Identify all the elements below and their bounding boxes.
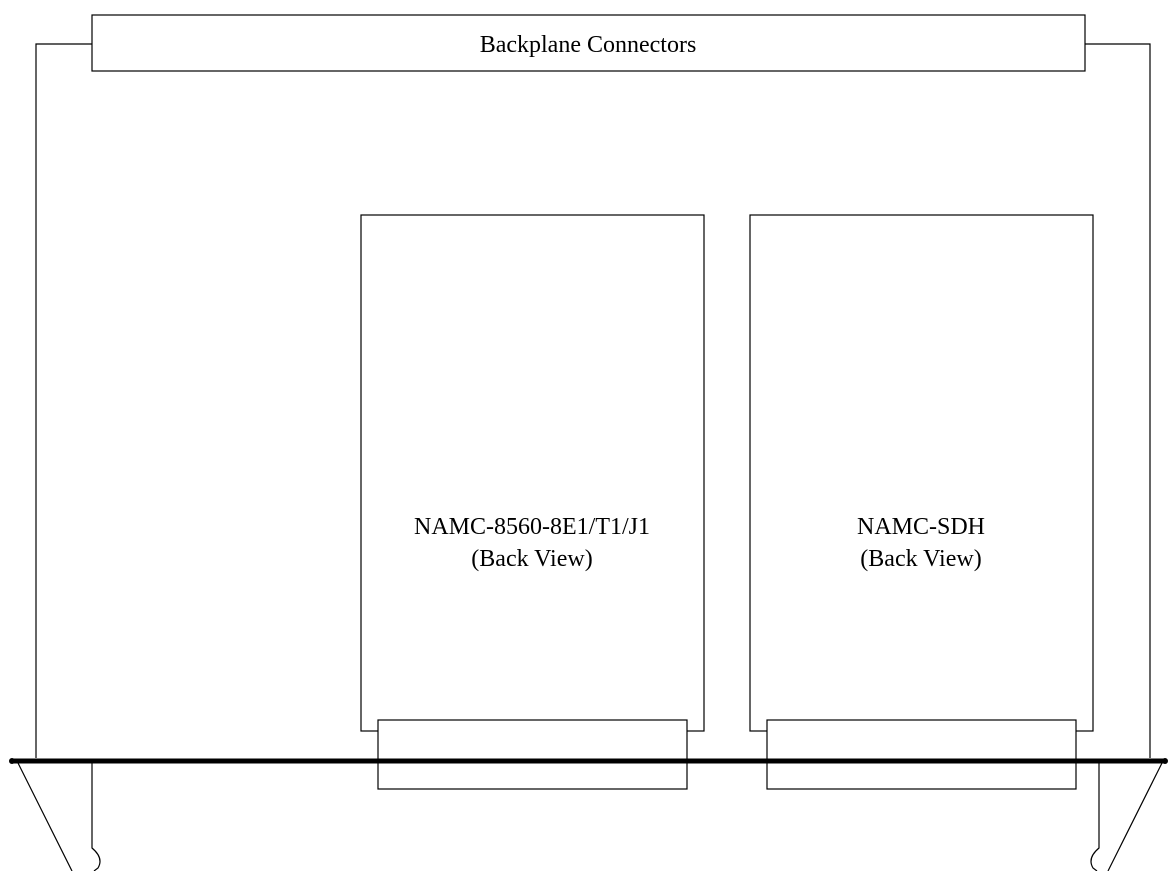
module-1-name: NAMC-8560-8E1/T1/J1: [414, 514, 650, 540]
left-ejector-handle: [17, 762, 101, 871]
front-panel-bar-end-right: [1162, 758, 1168, 764]
module-1-view: (Back View): [471, 546, 592, 572]
board-outline-right: [1085, 43, 1151, 758]
board-outline: [35, 43, 92, 758]
backplane-connectors-label: Backplane Connectors: [480, 32, 697, 58]
front-panel-bar-end-left: [9, 758, 15, 764]
module-namc-sdh: NAMC-SDH (Back View): [749, 214, 1094, 790]
module-namc-8560: NAMC-8560-8E1/T1/J1 (Back View): [360, 214, 705, 790]
module-1-faceplate-connector: [377, 719, 688, 790]
backplane-connectors: [91, 14, 1086, 72]
module-2-faceplate-connector: [766, 719, 1077, 790]
module-1-body: [360, 214, 705, 732]
module-2-body: [749, 214, 1094, 732]
module-2-name: NAMC-SDH: [857, 514, 985, 540]
right-ejector-handle: [1090, 762, 1163, 871]
module-2-view: (Back View): [860, 546, 981, 572]
